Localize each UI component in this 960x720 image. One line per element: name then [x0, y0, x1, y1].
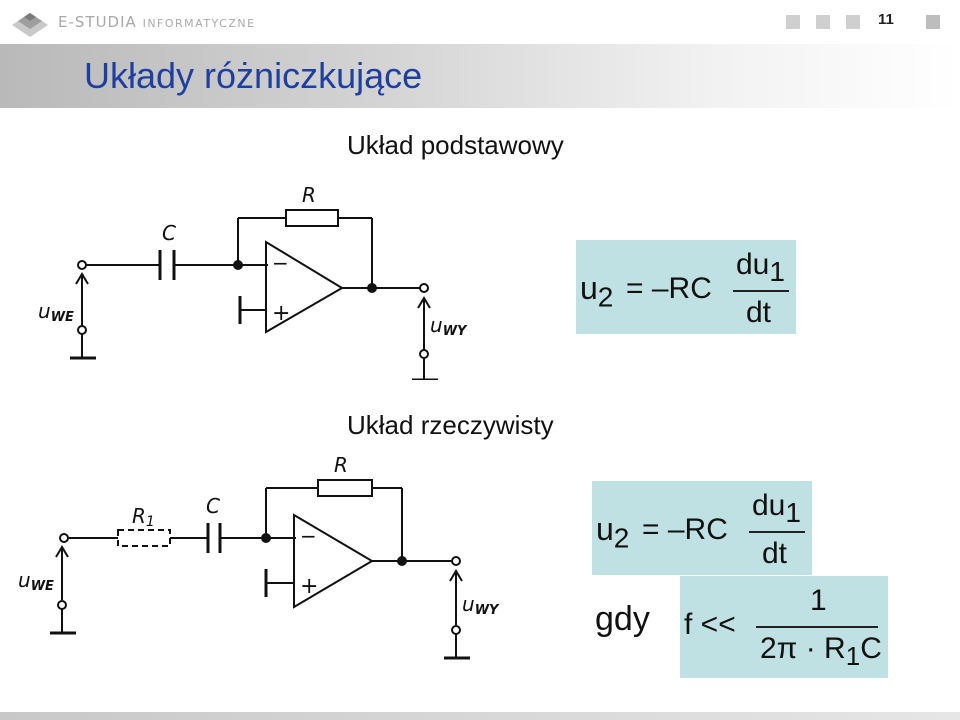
logo-text: E-STUDIA INFORMATYCZNE — [58, 13, 256, 31]
section-basic-title: Układ podstawowy — [347, 130, 564, 160]
label-input-voltage: uWE — [38, 299, 74, 325]
formula-denominator: 2π · R1C — [760, 632, 882, 671]
label-R: R — [302, 183, 316, 207]
formula-numerator: du1 — [736, 248, 785, 287]
fraction-line — [756, 626, 878, 628]
label-output-voltage: uWY — [430, 313, 468, 339]
fraction-line — [733, 290, 789, 292]
formula-numerator: 1 — [810, 584, 827, 617]
label-C: C — [206, 494, 220, 518]
logo: E-STUDIA INFORMATYCZNE — [8, 6, 256, 38]
slide-title: Układy różniczkujące — [84, 55, 423, 96]
nav-square-3[interactable] — [846, 15, 860, 29]
formula-rhs: = –RC — [626, 272, 712, 305]
logo-main: E-STUDIA — [58, 13, 137, 31]
nav-square-next[interactable] — [926, 15, 940, 29]
label-output-voltage: uWY — [462, 592, 500, 618]
logo-sub: INFORMATYCZNE — [142, 17, 256, 30]
label-R1: R1 — [132, 504, 155, 530]
formula-condition: f << 1 2π · R1C — [680, 576, 888, 678]
op-amp-plus: + — [300, 574, 318, 599]
op-amp-minus: − — [300, 524, 317, 548]
formula-denominator: dt — [746, 296, 772, 329]
formula-numerator: du1 — [752, 489, 801, 528]
op-amp-plus: + — [272, 301, 290, 326]
title-band — [0, 44, 960, 108]
op-amp-minus: − — [272, 251, 289, 275]
circuit-real: R R1 C − + uWE uWY — [18, 455, 500, 660]
formula-real: u2 = –RC du1 dt — [592, 481, 812, 575]
logo-icon — [12, 13, 48, 37]
label-input-voltage: uWE — [18, 568, 54, 594]
fraction-line — [749, 531, 805, 533]
nav-square-1[interactable] — [786, 15, 800, 29]
label-R: R — [334, 455, 348, 477]
circuit-basic: R C − + uWE uWY — [38, 183, 468, 380]
formula-basic: u2 = –RC du1 dt — [576, 240, 796, 334]
formula-denominator: dt — [762, 537, 788, 570]
formula-lhs: u2 — [596, 511, 630, 554]
section-real-title: Układ rzeczywisty — [347, 410, 554, 440]
formula-rhs: = –RC — [642, 513, 728, 546]
page-number: 11 — [878, 11, 894, 28]
condition-label: gdy — [595, 600, 650, 638]
formula-lhs: u2 — [580, 270, 614, 313]
nav-square-2[interactable] — [816, 15, 830, 29]
bottom-bar — [0, 712, 960, 720]
label-C: C — [162, 221, 176, 245]
formula-lhs: f << — [684, 608, 736, 641]
